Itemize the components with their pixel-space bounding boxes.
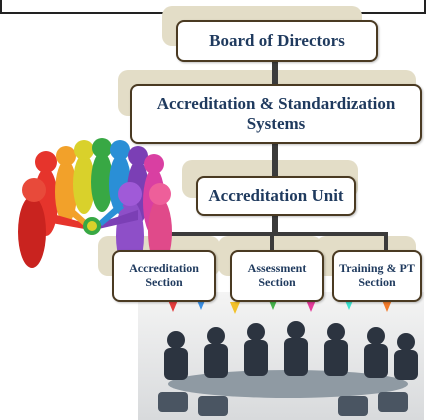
connector-level2-level3 bbox=[272, 142, 278, 178]
node-assessment-section: Assessment Section bbox=[230, 250, 324, 302]
node-board-of-directors-label: Board of Directors bbox=[209, 31, 345, 51]
node-accreditation-unit: Accreditation Unit bbox=[196, 176, 356, 216]
node-assessment-section-label: Assessment Section bbox=[247, 261, 307, 289]
connector-section-3 bbox=[384, 232, 388, 252]
business-meeting-photo bbox=[138, 292, 424, 420]
node-board-of-directors: Board of Directors bbox=[176, 20, 378, 62]
connector-section-2 bbox=[270, 232, 274, 252]
person-figure bbox=[18, 138, 172, 272]
node-accreditation-section: Accreditation Section bbox=[112, 250, 216, 302]
node-training-pt-section-label: Training & PT Section bbox=[339, 261, 415, 289]
node-accreditation-unit-label: Accreditation Unit bbox=[208, 186, 344, 206]
node-accreditation-standardization-systems: Accreditation & Standardization Systems bbox=[130, 84, 422, 144]
node-accreditation-standardization-systems-label: Accreditation & Standardization Systems bbox=[156, 94, 396, 133]
node-training-pt-section: Training & PT Section bbox=[332, 250, 422, 302]
meeting-people bbox=[164, 321, 418, 380]
node-accreditation-section-label: Accreditation Section bbox=[129, 261, 199, 289]
connector-level3-down bbox=[272, 214, 278, 234]
colorful-people-illustration bbox=[18, 138, 172, 272]
